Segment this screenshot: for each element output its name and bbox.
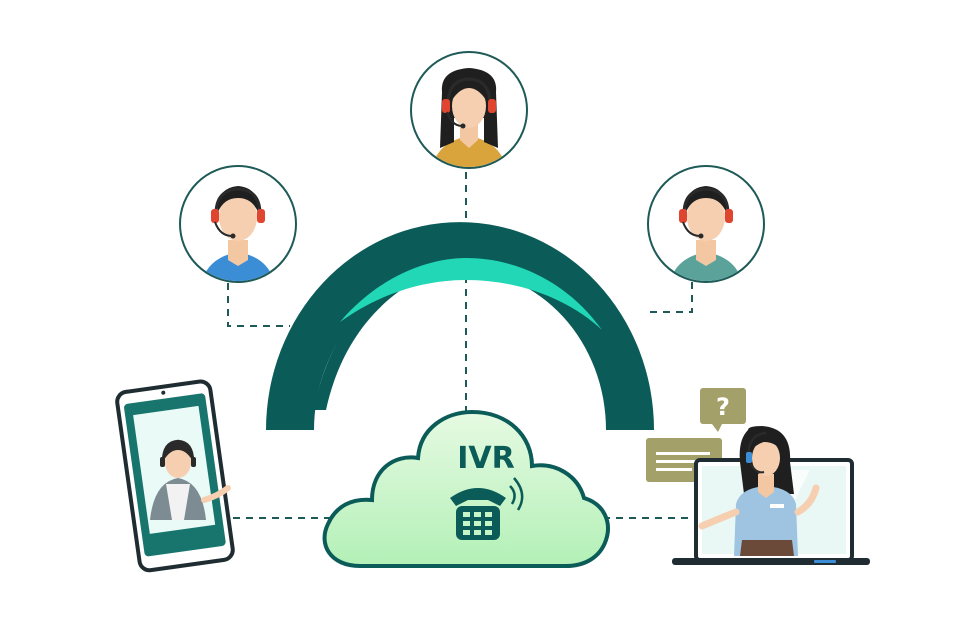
caller-avatar bbox=[150, 439, 231, 520]
question-mark: ? bbox=[716, 393, 730, 421]
smartphone-caller bbox=[115, 379, 235, 573]
agent-headset-icon bbox=[679, 187, 733, 239]
laptop-agent bbox=[672, 426, 870, 565]
question-bubble: ? bbox=[700, 388, 746, 432]
routing-arc bbox=[266, 222, 654, 430]
agent-headset-icon bbox=[442, 77, 496, 129]
agent-left bbox=[179, 165, 297, 283]
agent-center bbox=[410, 51, 528, 169]
support-agent-avatar bbox=[698, 426, 820, 556]
agent-right bbox=[647, 165, 765, 283]
connector-left-agent bbox=[227, 283, 290, 327]
agent-headset-icon bbox=[211, 187, 265, 239]
ivr-label: IVR bbox=[457, 441, 514, 476]
telephone-icon bbox=[450, 477, 524, 540]
ivr-cloud: IVR bbox=[322, 409, 610, 568]
connector-right-agent bbox=[646, 282, 693, 313]
